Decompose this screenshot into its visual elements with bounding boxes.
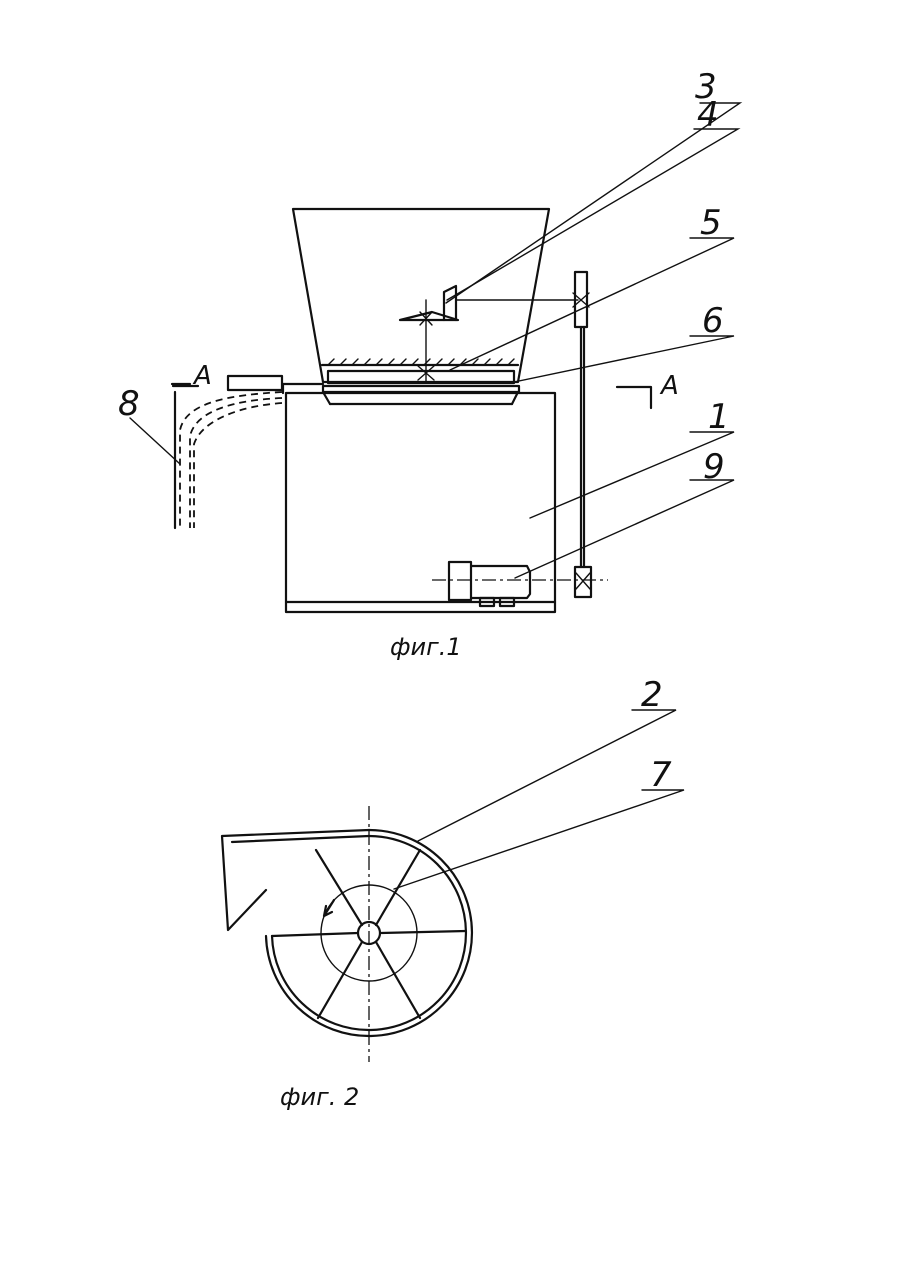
label-5: 5 — [700, 203, 722, 243]
label-7: 7 — [650, 755, 672, 795]
section-marker-right-text: A — [659, 371, 679, 401]
label-9: 9 — [703, 447, 725, 487]
figure-1-caption: фиг.1 — [390, 633, 462, 661]
hopper-body — [293, 209, 549, 382]
discharge-pipe — [173, 386, 282, 528]
label-2: 2 — [641, 675, 663, 715]
figure-2-caption: фиг. 2 — [280, 1083, 359, 1111]
label-4: 4 — [697, 95, 719, 135]
leader-lines-figure-1 — [130, 103, 740, 578]
leader-lines-figure-2 — [394, 710, 684, 889]
impeller — [272, 806, 466, 1062]
figure-2: 2 7 фиг. 2 — [222, 675, 684, 1111]
housing — [228, 376, 555, 612]
label-8: 8 — [118, 384, 140, 424]
label-6: 6 — [702, 301, 724, 341]
section-marker-right: A — [617, 371, 679, 408]
motor — [432, 562, 608, 606]
figure-1: A A 3 4 5 6 1 9 8 фиг.1 — [118, 67, 740, 661]
section-marker-left-text: A — [192, 361, 212, 391]
label-1: 1 — [708, 397, 730, 437]
separator-plate — [322, 359, 518, 380]
bevel-gear-drive — [400, 286, 578, 382]
